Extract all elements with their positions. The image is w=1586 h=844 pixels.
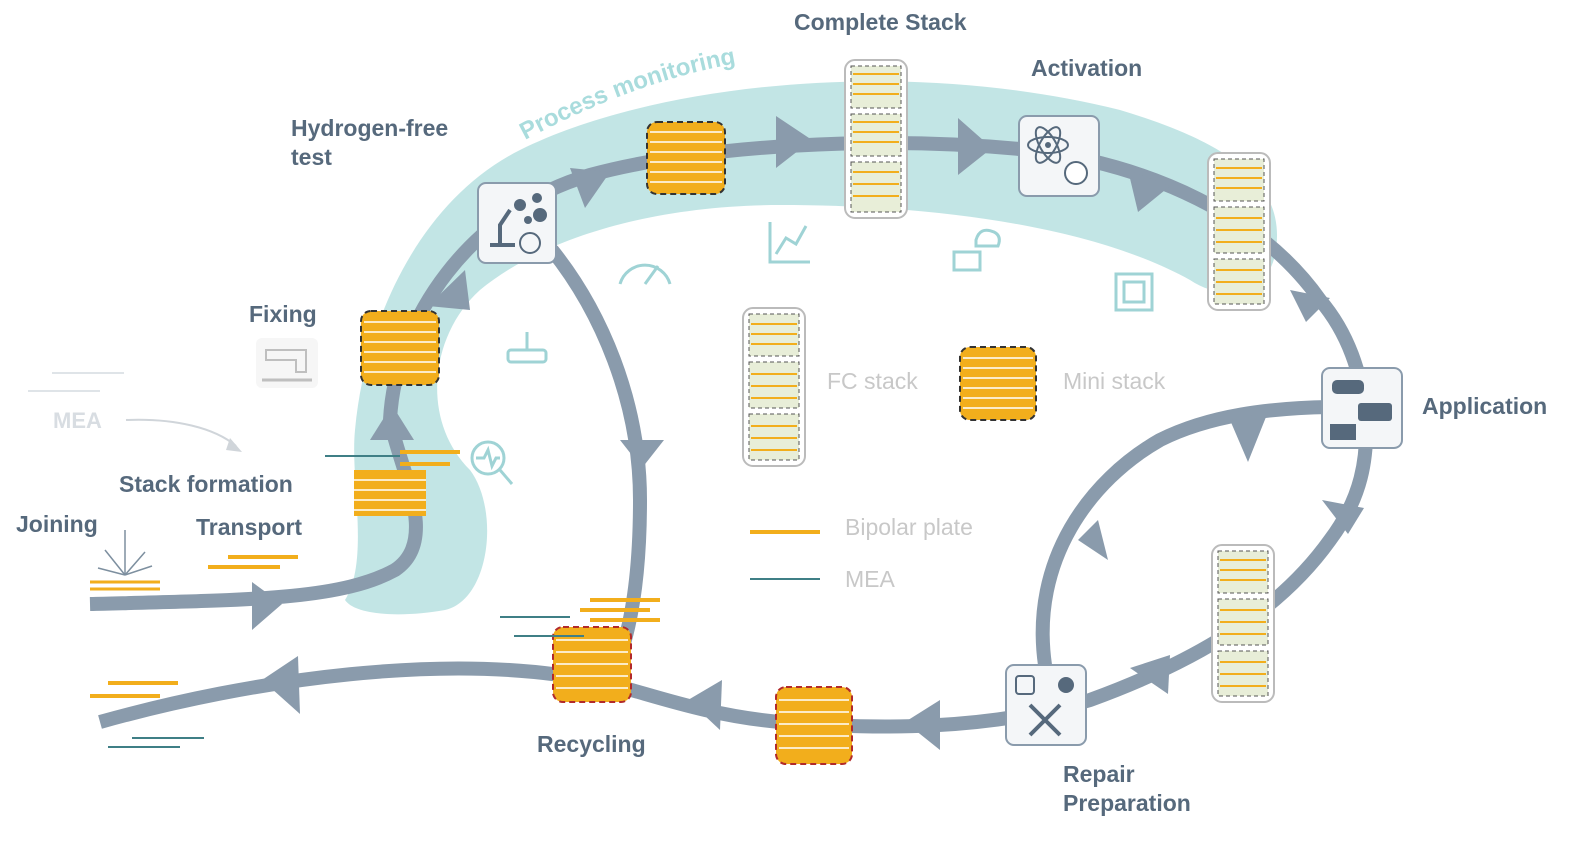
loose-plates-recycling (500, 598, 660, 637)
stack-formation-plates (325, 450, 460, 516)
label-hydrogen-free-1: Hydrogen-free (291, 115, 449, 141)
router-icon (506, 332, 548, 364)
mini-stack-fixing (360, 310, 440, 386)
magnifier-pulse-icon (470, 440, 514, 485)
label-transport: Transport (196, 514, 303, 540)
process-monitoring-band (345, 81, 1278, 615)
label-hydrogen-free-2: test (291, 144, 332, 170)
fc-stack-complete (844, 59, 908, 219)
mea-ghost-arrowhead (226, 438, 242, 452)
loose-plates-mea-ghost (28, 372, 124, 392)
fc-stack-application-out (1211, 544, 1275, 703)
label-repair-1: Repair (1063, 761, 1135, 787)
robot-repair-tools-icon (1005, 664, 1087, 746)
chart-icon (768, 222, 810, 264)
label-joining: Joining (16, 511, 98, 537)
mini-stack-top (646, 121, 726, 195)
label-complete-stack: Complete Stack (794, 9, 967, 35)
recycling-stack-2 (775, 686, 853, 765)
label-recycling: Recycling (537, 731, 646, 757)
loose-plates-transport (208, 555, 298, 569)
label-application: Application (1422, 393, 1548, 419)
legend-mea: MEA (845, 566, 895, 592)
legend-mini-stack: Mini stack (1063, 368, 1166, 394)
fc-stack-activation-out (1207, 152, 1271, 311)
label-fixing: Fixing (249, 301, 317, 327)
flow-arrows (252, 116, 1364, 750)
label-mea-ghost: MEA (53, 408, 102, 433)
vehicles-icon (1321, 367, 1403, 449)
legend-fc-stack: FC stack (827, 368, 918, 394)
legend-bipolar-plate: Bipolar plate (845, 514, 973, 540)
recycling-stack-1 (552, 626, 632, 703)
chip-icon (1114, 272, 1154, 312)
label-repair-2: Preparation (1063, 790, 1191, 816)
label-activation: Activation (1031, 55, 1143, 81)
atom-stopwatch-icon (1018, 115, 1100, 197)
cloud-computer-icon (952, 228, 1001, 272)
label-stack-formation: Stack formation (119, 471, 293, 497)
repair-loop-track (1035, 400, 1331, 666)
gauge-icon (618, 263, 672, 285)
fc-stack-legend (742, 307, 806, 467)
mini-stack-legend (959, 346, 1037, 421)
mea-ghost-arrow (125, 418, 237, 447)
sewing-machine-icon (256, 338, 318, 388)
microscope-stopwatch-icon (477, 182, 557, 264)
loose-plates-exit (90, 681, 204, 748)
reject-track (546, 245, 648, 684)
weld-spark-icon (90, 530, 160, 591)
